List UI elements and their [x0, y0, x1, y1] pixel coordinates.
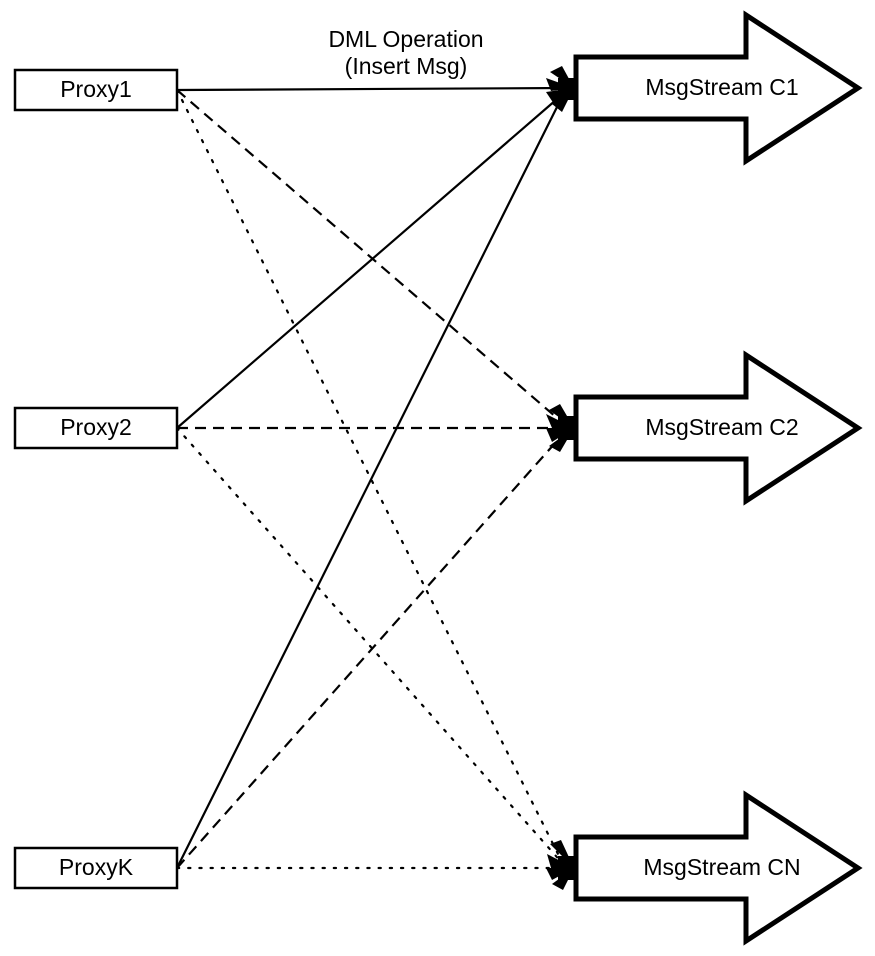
- proxyK-box[interactable]: [13, 846, 179, 890]
- arrowhead-c1-core: [558, 78, 576, 100]
- edge-proxyK-to-c2: [176, 432, 565, 869]
- edge-label-dml-operation: DML Operation (Insert Msg): [328, 26, 483, 79]
- stream-node-c2[interactable]: MsgStream C2: [573, 350, 863, 506]
- edge-layer: [175, 86, 568, 870]
- proxy-node-proxy2[interactable]: Proxy2: [13, 406, 179, 450]
- c1-label: MsgStream C1: [645, 74, 798, 100]
- cn-label: MsgStream CN: [643, 854, 800, 880]
- arrowhead-cn-core: [558, 856, 576, 880]
- proxy-node-proxyK[interactable]: ProxyK: [13, 846, 179, 890]
- cn-arrow-shape[interactable]: [573, 790, 863, 946]
- proxy1-box[interactable]: [13, 68, 179, 112]
- stream-nodes: MsgStream C1 MsgStream C2 MsgStream CN: [573, 10, 863, 946]
- proxy-node-proxy1[interactable]: Proxy1: [13, 68, 179, 112]
- edge-proxy1-to-c2: [176, 89, 565, 425]
- edge-proxy2-to-c1: [176, 92, 565, 429]
- c1-arrow-shape[interactable]: [573, 10, 863, 166]
- c2-label: MsgStream C2: [645, 414, 798, 440]
- proxy-nodes: Proxy1 Proxy2 ProxyK: [13, 68, 179, 890]
- proxyK-label: ProxyK: [59, 854, 134, 880]
- edge-proxy2-to-cn: [175, 426, 565, 866]
- proxy2-box[interactable]: [13, 406, 179, 450]
- arrowhead-c2-core: [558, 416, 576, 440]
- edge-proxyK-to-c1: [176, 94, 564, 869]
- edge-label-line2: (Insert Msg): [345, 53, 468, 79]
- edge-proxy1-to-cn: [175, 88, 564, 864]
- proxy1-label: Proxy1: [60, 76, 132, 102]
- proxy2-label: Proxy2: [60, 414, 132, 440]
- stream-node-c1[interactable]: MsgStream C1: [573, 10, 863, 166]
- stream-node-cn[interactable]: MsgStream CN: [573, 790, 863, 946]
- edge-proxy1-to-c1: [176, 86, 567, 92]
- edge-label-line1: DML Operation: [328, 26, 483, 52]
- c2-arrow-shape[interactable]: [573, 350, 863, 506]
- arrowhead-layer: [546, 66, 576, 890]
